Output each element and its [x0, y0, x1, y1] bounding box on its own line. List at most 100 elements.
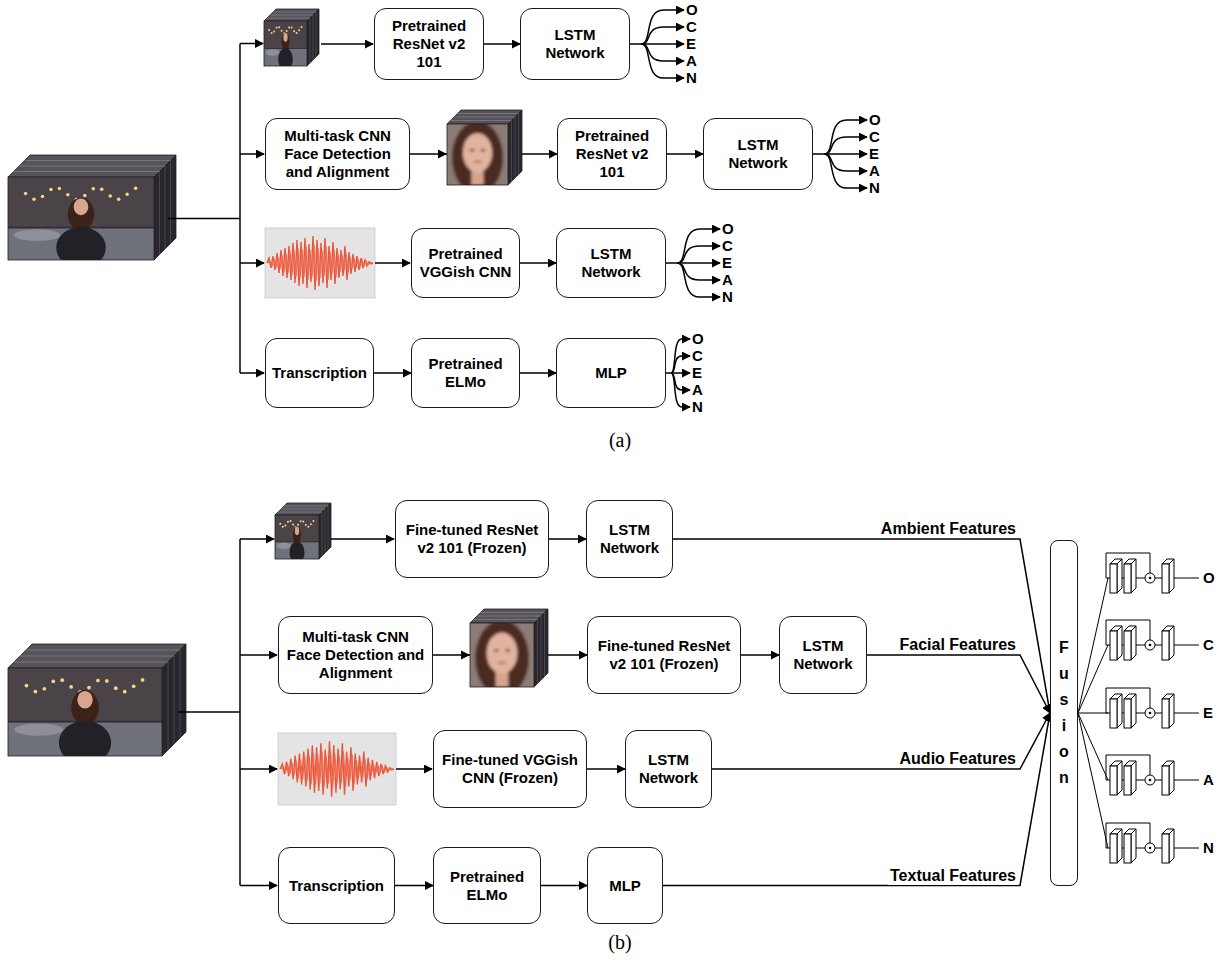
flow-line — [239, 44, 241, 374]
layer-block-side — [1169, 559, 1174, 593]
stack-edge — [14, 662, 168, 663]
fairy-light — [291, 27, 293, 29]
stack-side — [307, 9, 319, 66]
layer-block — [1124, 694, 1136, 728]
stack-edge — [19, 166, 165, 167]
fan-line — [1078, 713, 1108, 848]
flow-line — [671, 356, 690, 373]
face-eye — [505, 649, 510, 652]
process-box: Transcription — [265, 338, 374, 408]
flow-line — [1106, 780, 1110, 781]
layer-block-front — [1110, 564, 1117, 593]
flow-line — [396, 768, 432, 770]
photo-hair — [282, 32, 290, 50]
feature-label: Ambient Features — [879, 520, 1018, 538]
room-frame-stack — [264, 9, 319, 71]
output-trait-letter: C — [722, 238, 733, 254]
photo-pillow — [14, 723, 63, 735]
waveform-line — [268, 245, 372, 281]
connector — [374, 372, 411, 374]
stack-edge — [474, 619, 538, 620]
output-trait-letter: C — [869, 129, 880, 145]
frame-border — [264, 21, 307, 66]
flow-line — [168, 218, 240, 220]
fairy-light — [287, 521, 289, 523]
fairy-light — [60, 678, 64, 682]
stack-edge — [284, 506, 328, 507]
fairy-light — [134, 186, 138, 190]
layer-block-front — [1124, 766, 1131, 795]
room-photo — [8, 668, 162, 756]
output-trait-letter: E — [1203, 705, 1213, 721]
flow-line — [331, 538, 394, 540]
output-trait-letter: N — [692, 399, 703, 415]
frame-border — [8, 177, 154, 260]
output-trait-letter: O — [1203, 570, 1215, 586]
layer-block-front — [1110, 631, 1117, 660]
output-trait-letter: N — [686, 70, 697, 86]
fairy-light — [276, 27, 278, 29]
flow-line — [240, 538, 274, 540]
stack-edge — [14, 171, 160, 172]
process-box: MLP — [556, 338, 666, 408]
stack-top — [8, 155, 176, 177]
product-operator — [1145, 708, 1155, 718]
fairy-light — [298, 29, 300, 31]
process-box: LSTM Network — [779, 616, 867, 694]
flow-line — [1174, 780, 1199, 781]
product-operator-dot — [1149, 779, 1152, 782]
connector — [520, 372, 556, 374]
fairy-light — [51, 680, 55, 684]
frame-border — [275, 515, 319, 559]
flow-line — [1106, 645, 1110, 646]
photo-pillow — [14, 229, 61, 241]
subfigure-caption: (b) — [608, 931, 631, 953]
waveform-line — [281, 750, 393, 787]
fairy-light — [271, 32, 273, 34]
fairy-light — [25, 684, 29, 688]
stack-edge — [310, 18, 311, 63]
stack-edge — [270, 15, 313, 16]
output-trait-letter: A — [722, 272, 733, 288]
stack-edge — [544, 613, 545, 677]
stack-edge — [281, 509, 325, 510]
process-box: Multi-task CNN Face Detection and Alignm… — [278, 616, 433, 694]
flow-line — [240, 43, 263, 45]
flow-line — [321, 43, 373, 45]
node-label: Multi-task CNN Face Detection and Alignm… — [283, 628, 428, 682]
fairy-light — [289, 520, 291, 522]
node-label: Fine-tuned ResNet v2 101 (Frozen) — [400, 521, 544, 557]
stack-edge — [174, 656, 175, 744]
layer-block — [1124, 829, 1136, 863]
flow-line — [824, 137, 867, 154]
flow-line — [641, 44, 684, 78]
stack-edge — [273, 12, 316, 13]
blurred-face — [447, 124, 508, 185]
flow-line — [240, 372, 264, 374]
fairy-light — [273, 31, 275, 33]
photo-body — [59, 721, 111, 756]
stack-edge — [541, 616, 542, 680]
fairy-light — [305, 524, 307, 526]
flow-line — [1106, 713, 1110, 714]
layer-block-side — [1117, 829, 1122, 863]
face-photo — [470, 623, 534, 687]
layer-block — [1110, 559, 1122, 593]
waveform-trace — [280, 741, 394, 797]
layer-block — [1162, 761, 1174, 795]
process-box: Pretrained ELMo — [433, 847, 541, 924]
fairy-light — [42, 687, 46, 691]
fairy-light — [96, 679, 100, 683]
flow-line — [677, 229, 720, 263]
fan-line — [1078, 713, 1108, 714]
flow-line — [671, 372, 690, 374]
stack-edge — [477, 616, 541, 617]
node-label: Fusion — [1059, 635, 1070, 791]
photo-face — [74, 199, 89, 216]
process-box: LSTM Network — [556, 228, 666, 298]
arrowhead-shape — [461, 651, 470, 660]
node-label: Fine-tuned ResNet v2 101 (Frozen) — [592, 637, 736, 673]
layer-block-front — [1110, 699, 1117, 728]
flow-line — [1136, 713, 1145, 714]
photo-body — [290, 541, 305, 559]
